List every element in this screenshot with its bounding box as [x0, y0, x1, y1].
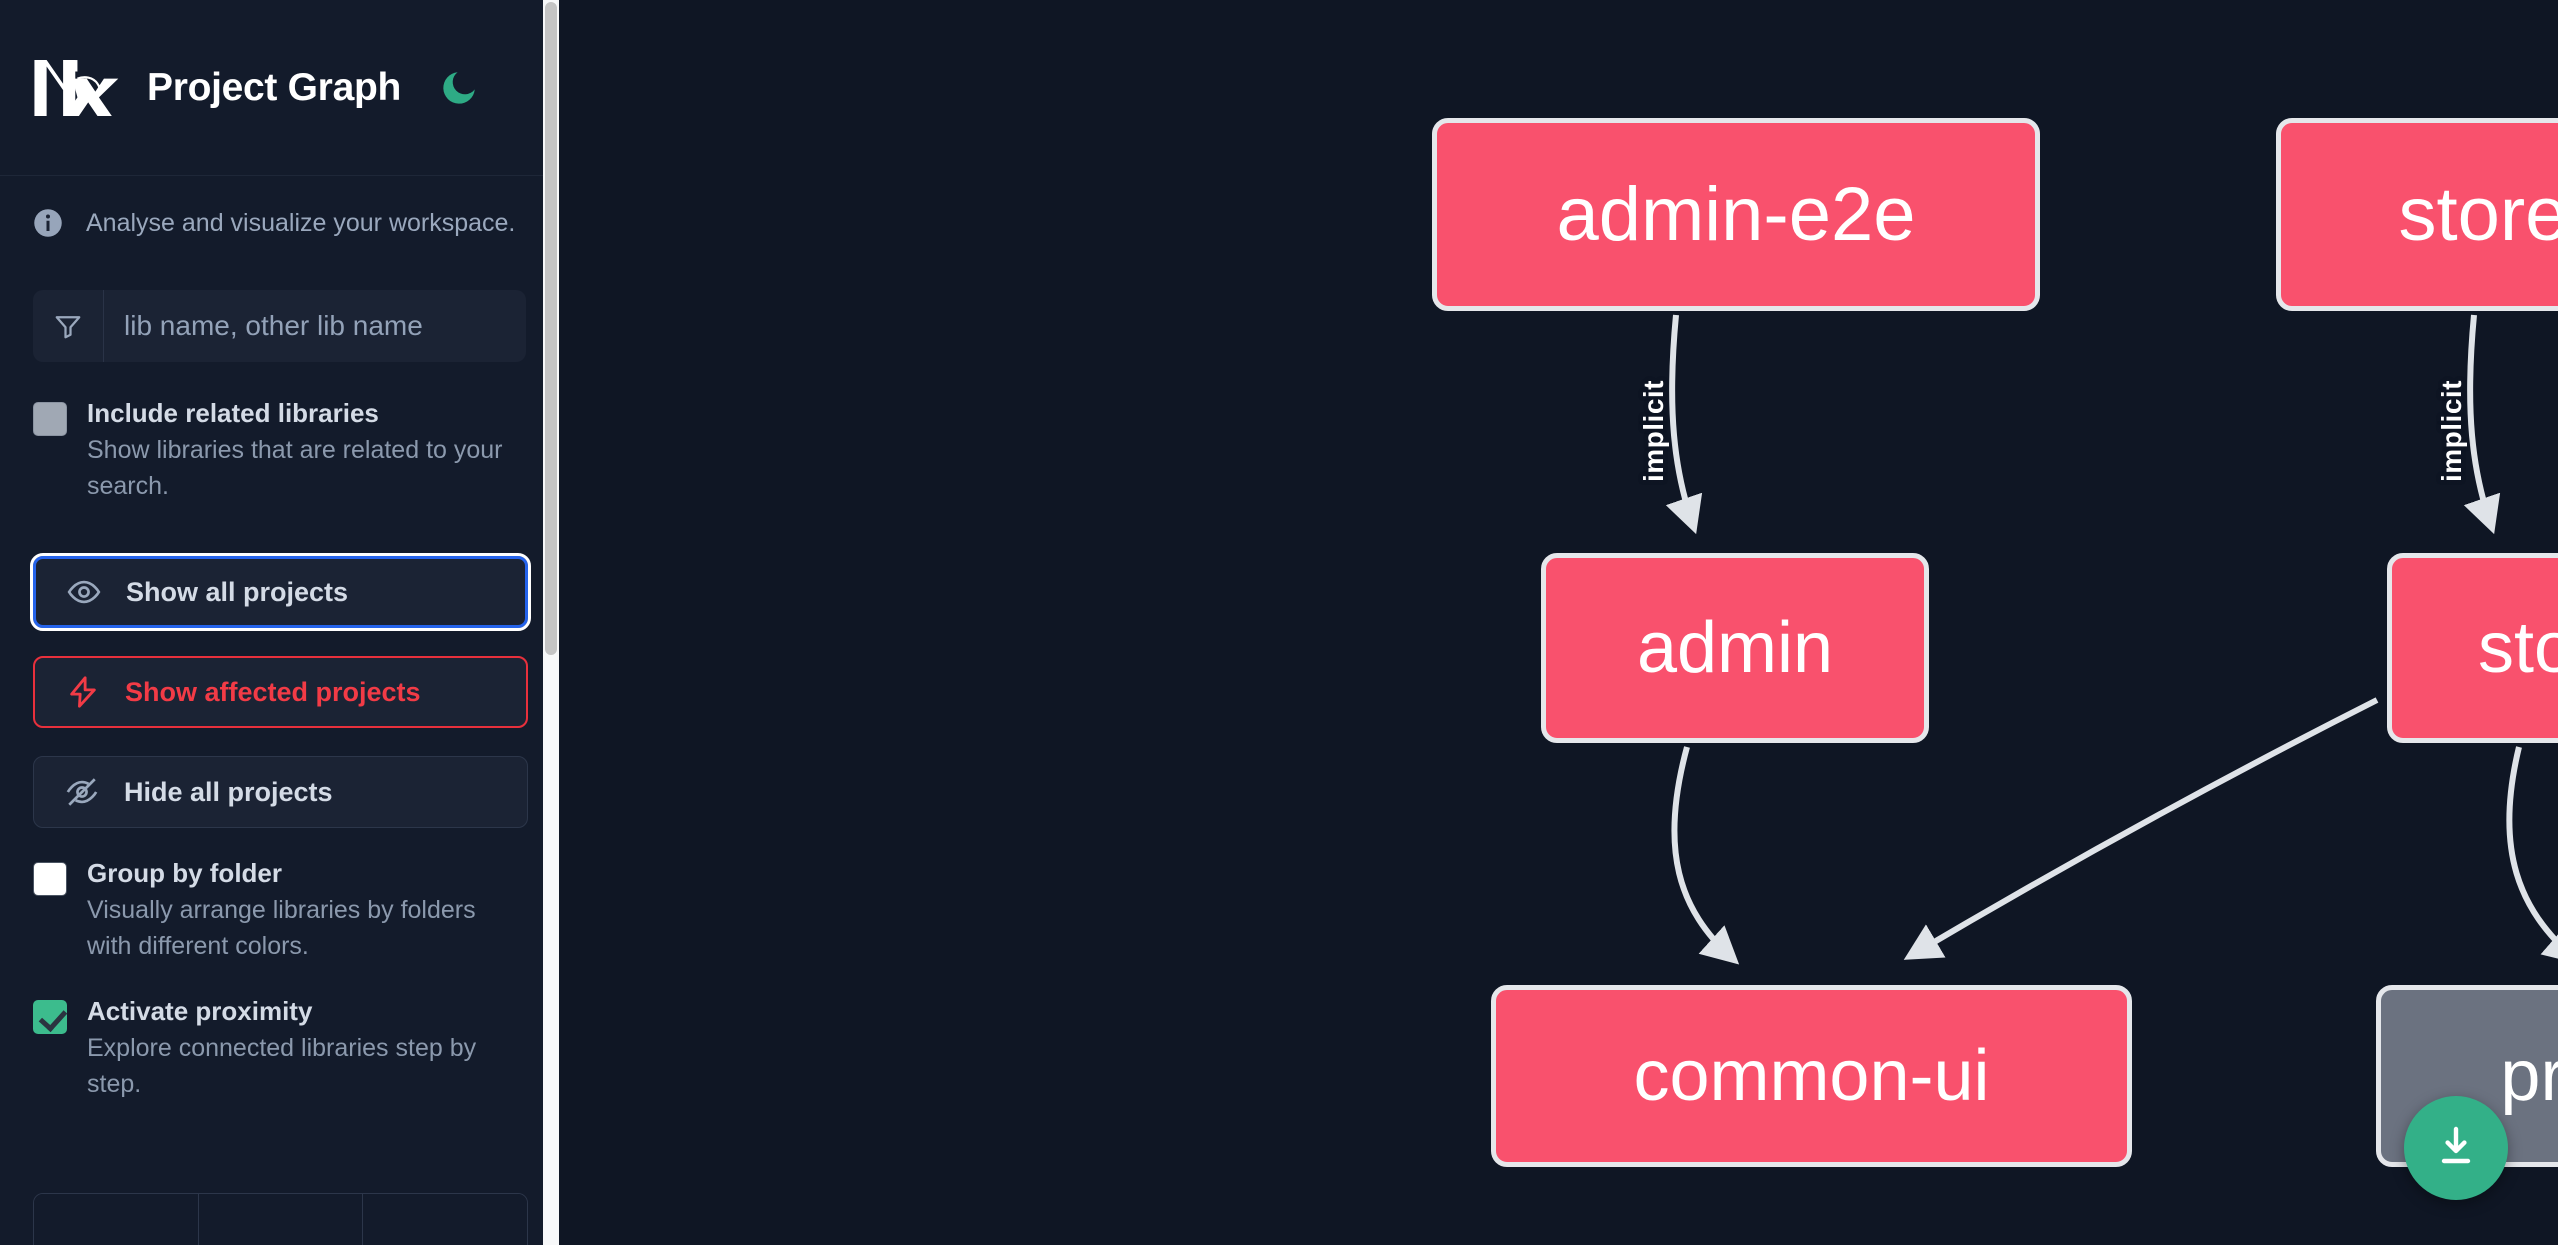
- sidebar-scrollbar[interactable]: [543, 0, 559, 1245]
- moon-icon[interactable]: [436, 65, 482, 111]
- visibility-button-group: Show all projects Show affected projects: [0, 553, 559, 829]
- graph-node-store-e2e[interactable]: store-e2e: [2276, 118, 2558, 311]
- option-description: Visually arrange libraries by folders wi…: [87, 896, 476, 960]
- node-label: admin: [1636, 608, 1834, 688]
- info-circle-icon: [33, 208, 63, 238]
- node-label: store: [2477, 608, 2558, 688]
- graph-edges: [1665, 314, 2558, 965]
- option-label: Group by folder: [87, 858, 282, 889]
- segment-1[interactable]: [34, 1194, 199, 1245]
- segment-2[interactable]: [198, 1194, 364, 1245]
- button-label: Show affected projects: [125, 676, 421, 707]
- lightning-icon: [65, 674, 101, 710]
- node-label: admin-e2e: [1556, 172, 1916, 257]
- info-banner: Analyse and visualize your workspace.: [0, 176, 559, 238]
- nx-logo: [33, 57, 119, 119]
- segment-3[interactable]: [363, 1194, 527, 1245]
- checkbox-activate-proximity[interactable]: [33, 1000, 67, 1035]
- filter-funnel-icon: [33, 290, 104, 362]
- edge-label-admin-implicit: implicit: [1638, 380, 1669, 483]
- button-label: Show all projects: [126, 576, 349, 607]
- graph-node-admin-e2e[interactable]: admin-e2e: [1432, 118, 2040, 311]
- graph-node-admin[interactable]: admin: [1541, 553, 1929, 743]
- node-label: products: [2500, 1036, 2558, 1116]
- graph-node-common-ui[interactable]: common-ui: [1491, 985, 2132, 1167]
- graph-canvas[interactable]: admin-e2e store-e2e admin store common-u…: [559, 0, 2558, 1245]
- eye-off-icon: [64, 774, 100, 810]
- edge-label-store-implicit: implicit: [2436, 380, 2467, 483]
- node-label: store-e2e: [2398, 172, 2558, 257]
- sidebar-header: Project Graph: [0, 0, 559, 176]
- option-activate-proximity[interactable]: Activate proximity Explore connected lib…: [0, 994, 559, 1102]
- search-input[interactable]: [104, 290, 526, 362]
- sidebar-scrollbar-thumb[interactable]: [545, 2, 557, 655]
- button-label: Hide all projects: [124, 776, 333, 807]
- checkbox-group-by-folder[interactable]: [33, 862, 67, 897]
- hide-all-projects-button[interactable]: Hide all projects: [33, 756, 528, 829]
- show-all-projects-button[interactable]: Show all projects: [30, 553, 531, 632]
- download-image-button[interactable]: [2404, 1096, 2508, 1200]
- checkbox-include-related-libraries[interactable]: [33, 402, 67, 436]
- option-include-related-libraries[interactable]: Include related libraries Show libraries…: [0, 396, 559, 504]
- node-label: common-ui: [1633, 1036, 1990, 1116]
- page-title: Project Graph: [147, 65, 401, 109]
- option-description: Explore connected libraries step by step…: [87, 1034, 477, 1098]
- segmented-control-peek[interactable]: [33, 1193, 528, 1245]
- search-field[interactable]: [33, 290, 526, 362]
- option-description: Show libraries that are related to your …: [87, 436, 503, 500]
- option-label: Include related libraries: [87, 398, 379, 428]
- option-label: Activate proximity: [87, 996, 313, 1027]
- option-group-by-folder[interactable]: Group by folder Visually arrange librari…: [0, 856, 559, 964]
- show-affected-projects-button[interactable]: Show affected projects: [33, 656, 528, 729]
- graph-node-store[interactable]: store: [2387, 553, 2558, 743]
- download-icon: [2432, 1123, 2480, 1174]
- eye-icon: [66, 574, 102, 610]
- sidebar: Project Graph Analyse and visualize your…: [0, 0, 559, 1245]
- info-text: Analyse and visualize your workspace.: [86, 208, 516, 237]
